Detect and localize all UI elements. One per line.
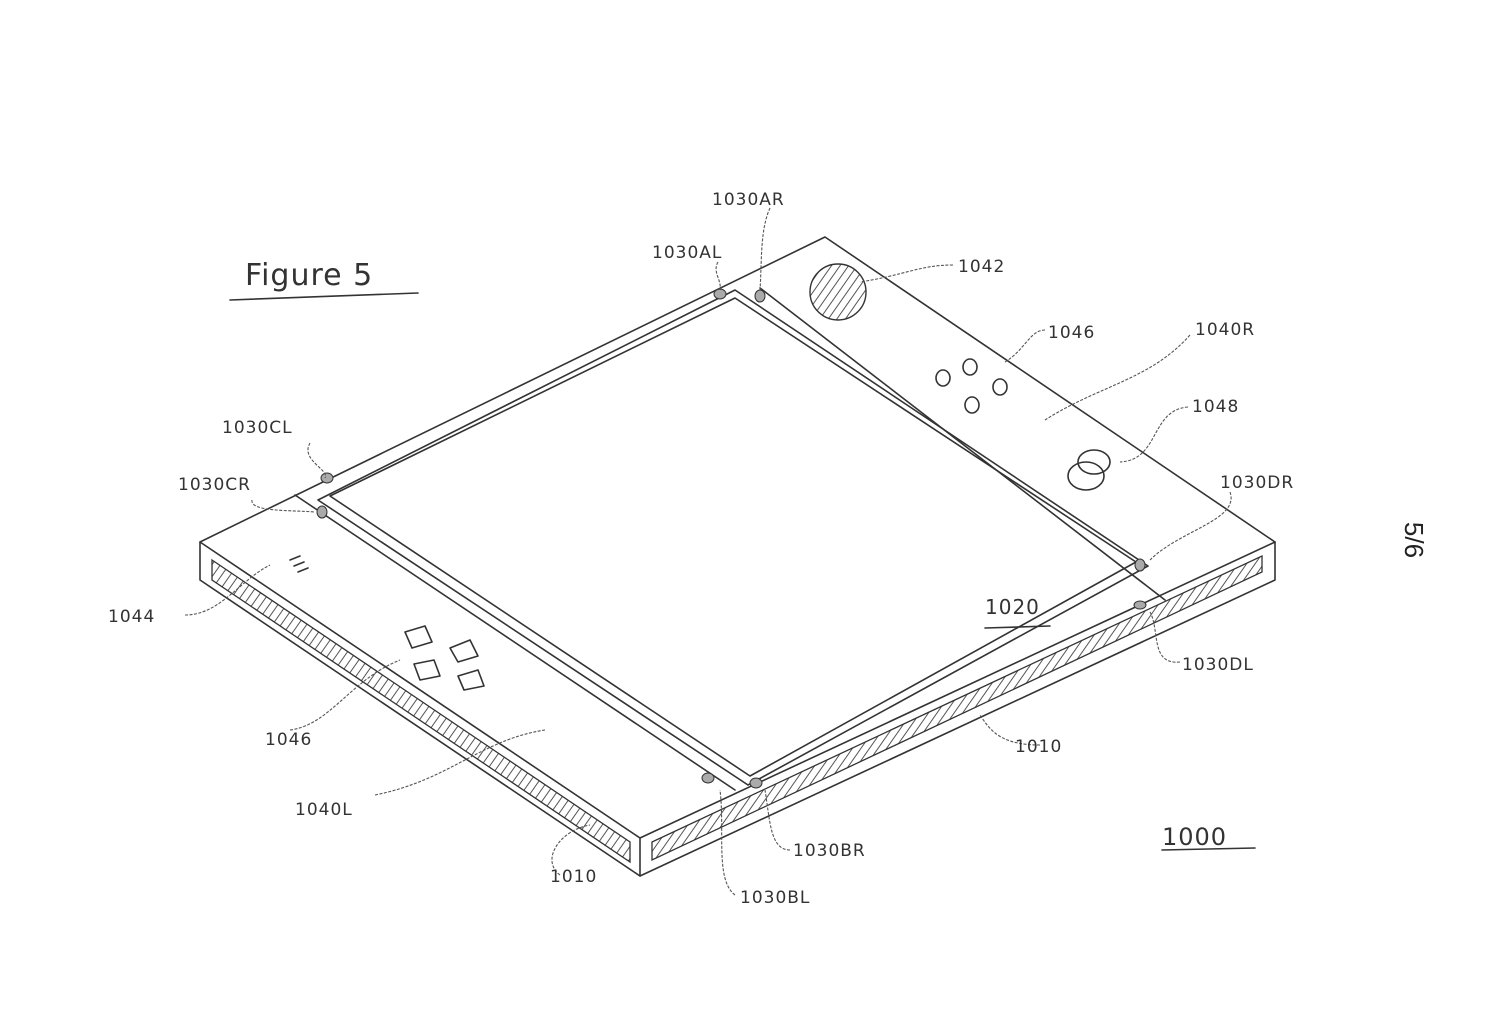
label-1040R: 1040R [1195,320,1255,340]
speaker-grille [809,263,867,321]
label-1046-left: 1046 [265,730,312,750]
leader-lines [184,207,1256,896]
label-1020: 1020 [985,595,1040,619]
sheet-number: 5/6 [1399,522,1429,558]
label-1030BL: 1030BL [740,888,810,908]
label-1030DL: 1030DL [1182,655,1254,675]
label-1048: 1048 [1192,397,1239,417]
right-action-buttons[interactable] [935,358,1008,414]
right-vent-slot [651,554,1263,862]
label-1030CR: 1030CR [178,475,251,495]
label-1030BR: 1030BR [793,841,866,861]
label-1030AR: 1030AR [712,190,785,210]
joystick[interactable] [1067,449,1111,491]
label-1000: 1000 [1162,823,1227,851]
left-vent-slot [211,558,631,864]
label-1030AL: 1030AL [652,243,722,263]
label-1046-right: 1046 [1048,323,1095,343]
label-1030CL: 1030CL [222,418,293,438]
figure-title: Figure 5 [245,258,373,293]
label-1042: 1042 [958,257,1005,277]
connectors [316,288,1147,789]
indicator-lights [289,555,309,573]
label-1040L: 1040L [295,800,353,820]
label-1030DR: 1030DR [1220,473,1294,493]
label-1010-left: 1010 [550,867,597,887]
d-pad[interactable] [404,625,485,691]
housing [199,236,1276,877]
label-1010-right: 1010 [1015,737,1062,757]
label-1044: 1044 [108,607,155,627]
